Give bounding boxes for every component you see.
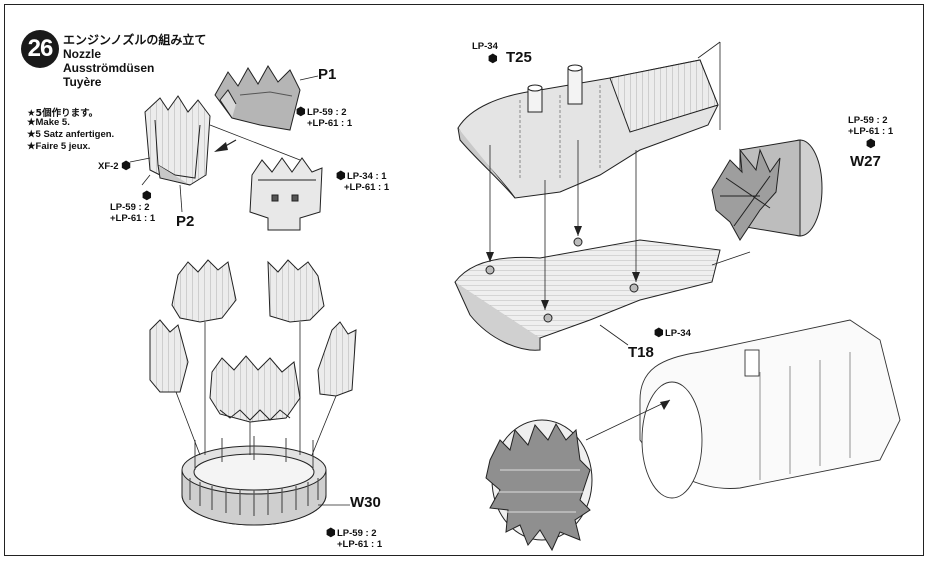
paint-callout-t25: LP-34 ⬢ [472, 41, 498, 65]
label-t18: T18 [628, 344, 654, 361]
label-p1: P1 [318, 66, 337, 83]
label-p2: P2 [176, 213, 195, 230]
hexagon-paint-icon: ⬢ [654, 327, 664, 339]
hexagon-paint-icon: ⬢ [336, 170, 346, 182]
paint-callout-petal: ⬢LP-34 : 1 +LP-61 : 1 [336, 170, 390, 193]
right-guide-lines [489, 41, 751, 346]
paint-callout-p1: ⬢LP-59 : 2 +LP-61 : 1 [296, 106, 353, 129]
step-title-jp: エンジンノズルの組み立て [63, 33, 207, 47]
label-w27: W27 [850, 153, 881, 170]
nozzle-petal-group [149, 259, 357, 423]
label-t25: T25 [506, 49, 532, 66]
paint-callout-t18: ⬢LP-34 [654, 327, 691, 339]
instruction-en: ★Make 5. [27, 117, 70, 128]
instruction-de: ★5 Satz anfertigen. [27, 129, 115, 140]
hexagon-paint-icon: ⬢ [296, 106, 306, 118]
step-title-fr: Tuyère [63, 75, 102, 89]
part-w30-ring [181, 436, 327, 526]
part-p1-petal [214, 65, 301, 131]
step-title-en: Nozzle [63, 47, 102, 61]
part-nozzle-petals-assembled [485, 419, 593, 552]
part-t18-shell [454, 237, 721, 351]
hexagon-paint-icon: ⬢ [866, 137, 876, 150]
paint-callout-p2: ⬢ LP-59 : 2 +LP-61 : 1 [110, 190, 156, 224]
page-frame [4, 4, 924, 556]
part-t25-shell [457, 59, 719, 199]
paint-callout-xf2: XF-2 ⬢ [98, 160, 131, 172]
label-w30: W30 [350, 494, 381, 511]
step-title-de: Ausströmdüsen [63, 61, 155, 75]
completed-nozzle-outline [639, 319, 901, 499]
instruction-jp: ★5個作ります。 [27, 108, 99, 119]
step-number-badge: 26 [21, 30, 59, 68]
part-petal-small [249, 157, 323, 231]
hexagon-paint-icon: ⬢ [488, 52, 498, 65]
paint-callout-w27: LP-59 : 2 +LP-61 : 1 ⬢ [848, 115, 894, 150]
part-p2-petal [144, 95, 211, 186]
final-guide-line [585, 399, 671, 441]
part-w27-nozzle [711, 139, 823, 241]
w30-guide-lines [175, 322, 350, 506]
paint-callout-w30: ⬢LP-59 : 2 +LP-61 : 1 [326, 527, 383, 550]
instruction-fr: ★Faire 5 jeux. [27, 141, 91, 152]
hexagon-paint-icon: ⬢ [142, 190, 152, 202]
hexagon-paint-icon: ⬢ [121, 160, 131, 172]
hexagon-paint-icon: ⬢ [326, 527, 336, 539]
